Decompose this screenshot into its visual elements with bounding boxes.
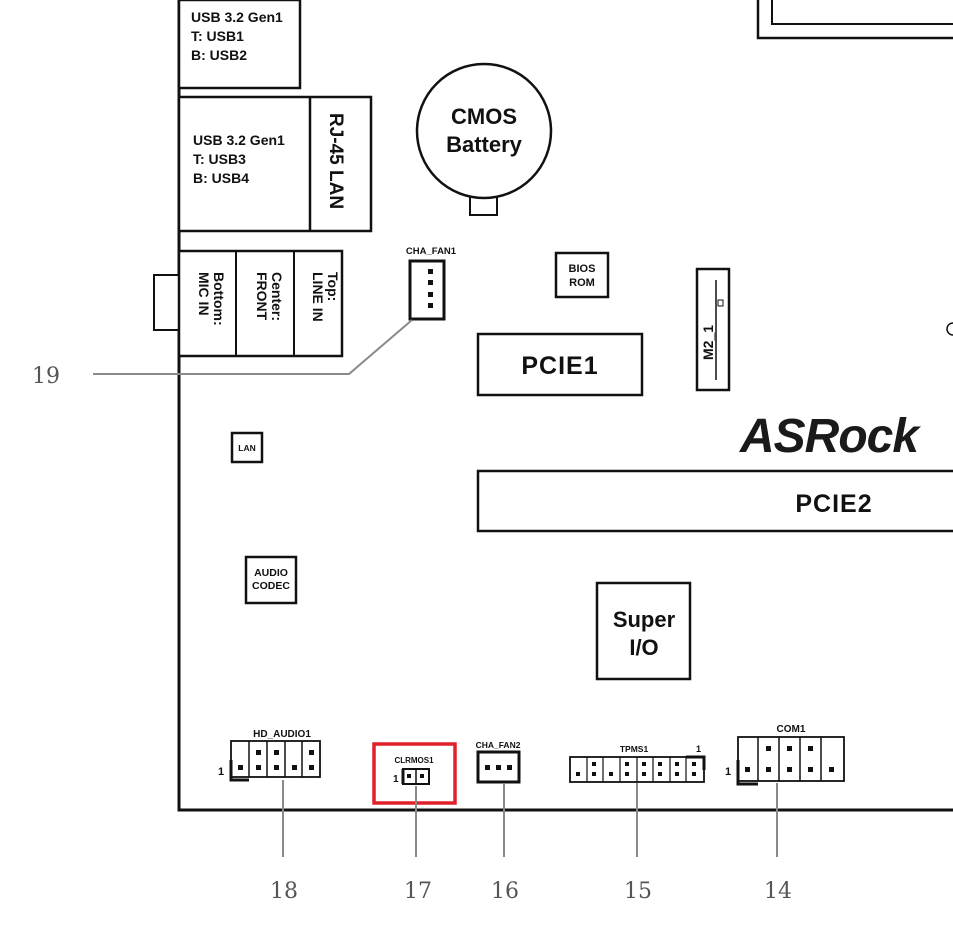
- usb12-bottom: B: USB2: [191, 47, 247, 63]
- cmos-line2: Battery: [446, 132, 523, 157]
- cha-fan2-header: CHA_FAN2: [476, 740, 521, 784]
- super-io-chip: Super I/O: [595, 581, 692, 681]
- clrmos-label: CLRMOS1: [394, 756, 434, 765]
- usb34-title: USB 3.2 Gen1: [193, 132, 285, 148]
- hd-audio-pin1: 1: [218, 766, 224, 778]
- usb12-title: USB 3.2 Gen1: [191, 9, 283, 25]
- codec-line2: CODEC: [252, 580, 290, 592]
- cha-fan2-label: CHA_FAN2: [476, 740, 521, 750]
- m2-slot: M2_1: [695, 267, 731, 392]
- pcie1-label: PCIE1: [521, 352, 598, 380]
- cha-fan1-header: CHA_FAN1: [406, 246, 457, 321]
- usb-port-1-2: USB 3.2 Gen1 T: USB1 B: USB2: [177, 0, 302, 90]
- asrock-logo: ASRock: [739, 410, 921, 463]
- m2-label: M2_1: [700, 325, 716, 360]
- audio-jacks: Bottom: MIC IN Center: FRONT Top: LINE I…: [153, 249, 344, 358]
- callout-number-19: 19: [32, 364, 60, 389]
- callout-line-19: [93, 319, 413, 375]
- cmos-battery: CMOS Battery: [415, 62, 553, 216]
- audio-bottom-label: Bottom:: [211, 272, 227, 326]
- pcie2-slot: PCIE2: [476, 469, 953, 533]
- tpms-pin1: 1: [696, 744, 701, 754]
- clrmos-jumper: CLRMOS1 1: [372, 742, 457, 805]
- audio-top-label: Top:: [325, 272, 341, 301]
- superio-line2: I/O: [629, 635, 658, 660]
- audio-codec-chip: AUDIO CODEC: [244, 555, 298, 605]
- com1-pin1: 1: [725, 766, 731, 778]
- cmos-line1: CMOS: [451, 104, 517, 129]
- hd-audio-header: HD_AUDIO1 1: [218, 729, 321, 782]
- bios-rom: BIOS ROM: [554, 251, 610, 299]
- pcie2-label: PCIE2: [795, 490, 872, 518]
- clrmos-pin1: 1: [393, 774, 399, 785]
- usb34-bottom: B: USB4: [193, 170, 249, 186]
- lan-chip: LAN: [230, 431, 264, 464]
- usb12-top: T: USB1: [191, 28, 244, 44]
- lan-chip-label: LAN: [238, 443, 255, 453]
- bios-line2: ROM: [569, 277, 595, 289]
- superio-line1: Super: [613, 607, 676, 632]
- callout-lines: [93, 319, 778, 857]
- rj45-label: RJ-45 LAN: [325, 113, 346, 209]
- audio-center-sub: FRONT: [254, 272, 270, 321]
- com1-header: COM1 1: [725, 724, 845, 786]
- callout-number-17: 17: [404, 879, 432, 904]
- audio-bottom-sub: MIC IN: [196, 272, 212, 316]
- usb-lan-port: USB 3.2 Gen1 T: USB3 B: USB4 RJ-45 LAN: [177, 95, 373, 233]
- tpms-header: TPMS1 1: [569, 744, 706, 783]
- codec-line1: AUDIO: [254, 567, 288, 579]
- audio-center-label: Center:: [269, 272, 285, 321]
- callout-number-15: 15: [624, 879, 652, 904]
- com1-label: COM1: [777, 724, 806, 735]
- callout-number-18: 18: [270, 879, 298, 904]
- usb34-top: T: USB3: [193, 151, 246, 167]
- audio-top-sub: LINE IN: [310, 272, 326, 322]
- cha-fan1-label: CHA_FAN1: [406, 246, 457, 257]
- clrmos-highlight: [372, 742, 457, 805]
- callout-number-14: 14: [764, 879, 792, 904]
- hd-audio-label: HD_AUDIO1: [253, 729, 311, 740]
- callout-number-16: 16: [491, 879, 519, 904]
- pcie1-slot: PCIE1: [476, 332, 644, 397]
- bios-line1: BIOS: [569, 263, 596, 275]
- top-right-slot: [756, 0, 953, 40]
- tpms-label: TPMS1: [620, 744, 649, 754]
